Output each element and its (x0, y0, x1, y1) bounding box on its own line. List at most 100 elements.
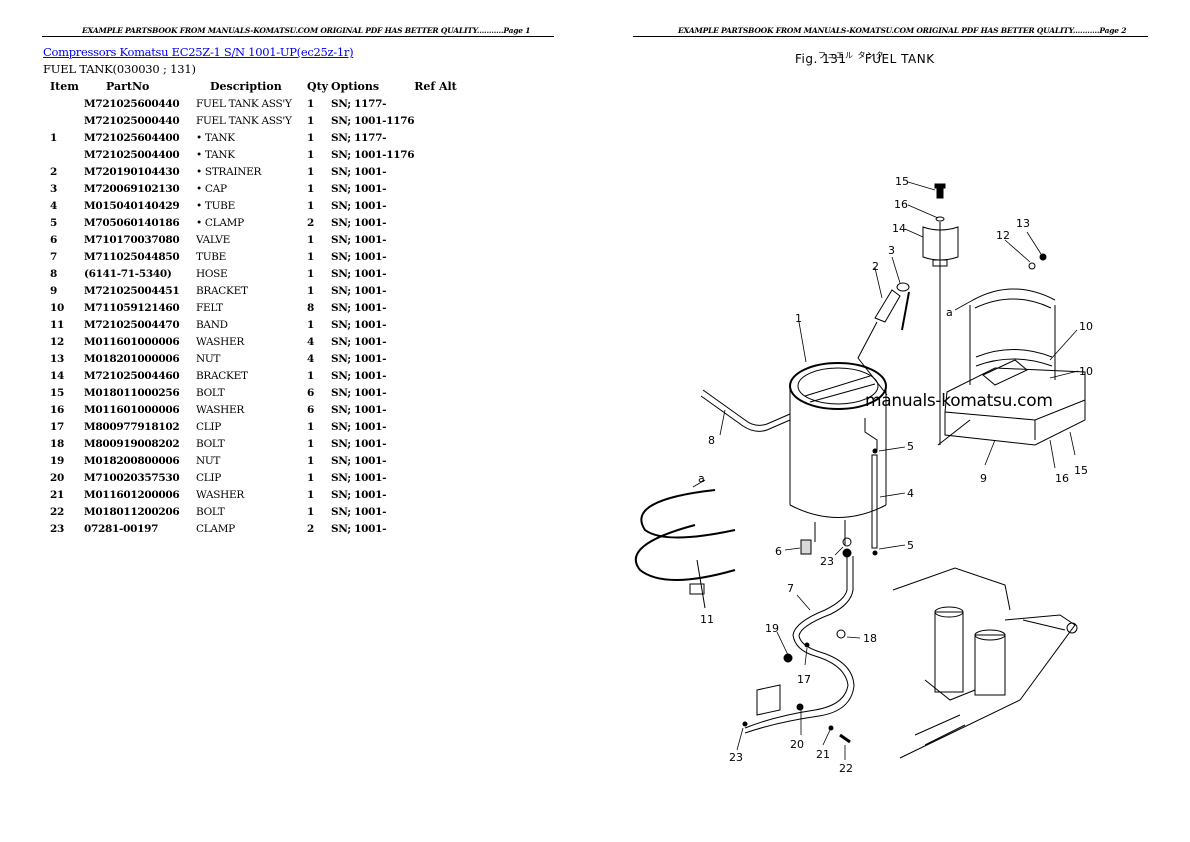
cell-options: SN; 1001- (331, 488, 387, 501)
cell-item: 19 (50, 454, 65, 467)
model-title-link[interactable]: Compressors Komatsu EC25Z-1 S/N 1001-UP(… (43, 45, 354, 59)
bracket-9-assembly (937, 253, 1086, 446)
cell-partno: M705060140186 (84, 216, 180, 229)
cell-qty: 1 (307, 488, 315, 501)
cell-qty: 1 (307, 471, 315, 484)
cell-ref-alt (414, 486, 464, 503)
cell-partno: M721025600440 (84, 97, 180, 110)
cell-ref-alt (414, 146, 464, 163)
bracket-14-assembly (922, 183, 959, 445)
cell-ref-alt (414, 282, 464, 299)
cell-qty: 1 (307, 267, 315, 280)
cell-description: TUBE (196, 250, 227, 263)
cell-options: SN; 1001- (331, 420, 387, 433)
cell-options: SN; 1001- (331, 505, 387, 518)
header-partno: PartNo (106, 79, 150, 93)
cell-description: BOLT (196, 437, 225, 450)
cell-options: SN; 1001- (331, 318, 387, 331)
cell-qty: 1 (307, 131, 315, 144)
cell-ref-alt (414, 350, 464, 367)
diagram-page: EXAMPLE PARTSBOOK FROM MANUALS-KOMATSU.C… (595, 0, 1190, 842)
cell-qty: 1 (307, 437, 315, 450)
cell-options: SN; 1001- (331, 471, 387, 484)
header-ref-alt: Ref Alt (414, 79, 457, 93)
callout-17: 17 (797, 673, 811, 686)
parts-list-page: EXAMPLE PARTSBOOK FROM MANUALS-KOMATSU.C… (42, 26, 554, 537)
cell-description: CLIP (196, 471, 222, 484)
cell-partno: M721025004460 (84, 369, 180, 382)
cell-description: WASHER (196, 488, 244, 501)
cell-item: 13 (50, 352, 65, 365)
cell-description: BOLT (196, 505, 225, 518)
cell-ref-alt (414, 452, 464, 469)
callout-9: 9 (980, 472, 987, 485)
cell-options: SN; 1001-1176 (331, 148, 415, 161)
cell-partno: M018011000256 (84, 386, 180, 399)
cell-ref-alt (414, 95, 464, 112)
callout-23-upper: 23 (820, 555, 834, 568)
cell-qty: 1 (307, 233, 315, 246)
cell-qty: 2 (307, 522, 315, 535)
cell-item: 22 (50, 505, 65, 518)
cell-partno: M721025604400 (84, 131, 180, 144)
callout-16-lower: 16 (1055, 472, 1069, 485)
cell-qty: 6 (307, 386, 315, 399)
cell-description: VALVE (196, 233, 230, 246)
callout-5-upper: 5 (907, 440, 914, 453)
cell-ref-alt (414, 231, 464, 248)
cell-ref-alt (414, 129, 464, 146)
cell-ref-alt (414, 316, 464, 333)
callout-21: 21 (816, 748, 830, 761)
cell-item: 15 (50, 386, 65, 399)
callout-10-lower: 10 (1079, 365, 1093, 378)
callout-3: 3 (888, 244, 895, 257)
cell-description: BAND (196, 318, 228, 331)
cell-description: WASHER (196, 335, 244, 348)
cell-options: SN; 1001- (331, 182, 387, 195)
cell-ref-alt (414, 197, 464, 214)
header-rule (633, 36, 1148, 37)
cell-partno: M721025000440 (84, 114, 180, 127)
cell-options: SN; 1177- (331, 97, 387, 110)
callout-11: 11 (700, 613, 714, 626)
cell-description: HOSE (196, 267, 228, 280)
cell-item: 14 (50, 369, 65, 382)
cell-options: SN; 1001- (331, 369, 387, 382)
cell-partno: M011601000006 (84, 403, 180, 416)
cell-description: BOLT (196, 386, 225, 399)
compressor-overview (892, 567, 1078, 759)
cell-qty: 1 (307, 454, 315, 467)
figure-name: FUEL TANK (864, 52, 935, 66)
cell-description: • TANK (196, 148, 235, 161)
cell-qty: 6 (307, 403, 315, 416)
header-options: Options (331, 79, 380, 93)
cell-options: SN; 1001- (331, 233, 387, 246)
tube-7 (744, 556, 855, 734)
cell-description: • STRAINER (196, 165, 262, 178)
parts-table: Item PartNo Description Qty Options Ref … (44, 77, 464, 537)
cell-item: 16 (50, 403, 65, 416)
cell-item: 5 (50, 216, 58, 229)
cell-ref-alt (414, 180, 464, 197)
cell-options: SN; 1001- (331, 199, 387, 212)
cell-ref-alt (414, 163, 464, 180)
callout-16: 16 (894, 198, 908, 211)
cell-qty: 1 (307, 114, 315, 127)
table-header-row: Item PartNo Description Qty Options Ref … (44, 77, 464, 95)
cell-options: SN; 1001- (331, 437, 387, 450)
cell-ref-alt (414, 299, 464, 316)
cell-partno: M720069102130 (84, 182, 180, 195)
hose-8 (700, 389, 791, 432)
cell-ref-alt (414, 112, 464, 129)
cell-options: SN; 1001- (331, 335, 387, 348)
cell-partno: M018200800006 (84, 454, 180, 467)
cell-partno: M018011200206 (84, 505, 180, 518)
cell-qty: 1 (307, 420, 315, 433)
